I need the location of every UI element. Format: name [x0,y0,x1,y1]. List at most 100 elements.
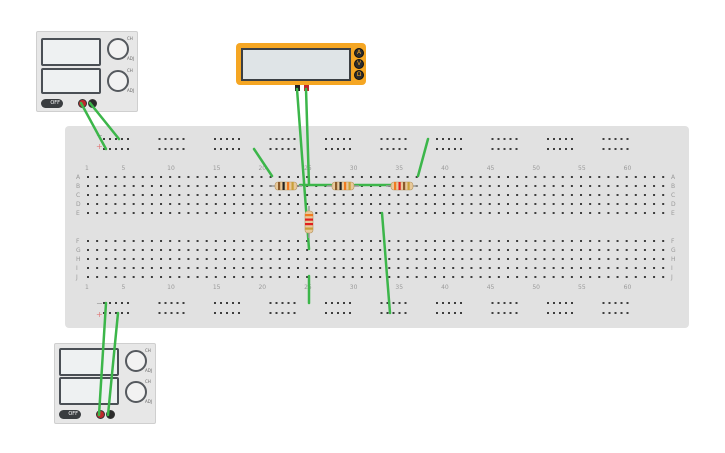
hole[interactable] [552,267,555,269]
psu-bottom-knob-1[interactable] [125,350,147,372]
hole[interactable] [242,212,245,214]
hole[interactable] [607,212,610,214]
hole[interactable] [397,176,400,178]
hole[interactable] [160,240,163,242]
hole[interactable] [114,276,117,278]
hole[interactable] [178,185,181,187]
hole[interactable] [452,194,455,196]
hole[interactable] [433,240,436,242]
hole[interactable] [105,258,108,260]
hole[interactable] [580,276,583,278]
hole[interactable] [388,258,391,260]
hole[interactable] [570,276,573,278]
hole[interactable] [150,240,153,242]
hole[interactable] [488,185,491,187]
hole[interactable] [196,203,199,205]
hole[interactable] [433,258,436,260]
hole[interactable] [105,176,108,178]
hole[interactable] [404,148,407,150]
hole[interactable] [176,302,179,304]
hole[interactable] [643,267,646,269]
hole[interactable] [158,312,161,314]
hole[interactable] [121,312,123,314]
hole[interactable] [653,267,656,269]
hole[interactable] [424,276,427,278]
hole[interactable] [616,276,619,278]
hole[interactable] [164,302,167,304]
hole[interactable] [275,312,278,314]
hole[interactable] [132,194,135,196]
hole[interactable] [160,267,163,269]
hole[interactable] [452,240,455,242]
hole[interactable] [169,258,172,260]
hole[interactable] [269,302,272,304]
hole[interactable] [634,240,637,242]
hole[interactable] [242,267,245,269]
hole[interactable] [397,267,400,269]
hole[interactable] [607,240,610,242]
hole[interactable] [643,249,646,251]
hole[interactable] [386,148,389,150]
hole[interactable] [87,185,89,187]
hole[interactable] [406,267,409,269]
hole[interactable] [461,194,464,196]
hole[interactable] [634,185,637,187]
hole[interactable] [653,212,656,214]
hole[interactable] [547,312,549,314]
hole[interactable] [349,148,351,150]
hole[interactable] [460,148,462,150]
hole[interactable] [570,267,573,269]
hole[interactable] [491,312,494,314]
hole[interactable] [96,249,99,251]
hole[interactable] [653,194,656,196]
hole[interactable] [333,267,336,269]
hole[interactable] [553,312,555,314]
hole[interactable] [127,138,129,140]
hole[interactable] [214,312,216,314]
hole[interactable] [306,249,309,251]
hole[interactable] [433,267,436,269]
hole[interactable] [233,176,236,178]
hole[interactable] [123,267,126,269]
hole[interactable] [634,194,637,196]
hole[interactable] [114,240,117,242]
hole[interactable] [121,138,123,140]
hole[interactable] [233,203,236,205]
hole[interactable] [114,258,117,260]
hole[interactable] [114,185,117,187]
hole[interactable] [296,212,299,214]
hole[interactable] [109,138,111,140]
hole[interactable] [127,302,129,304]
hole[interactable] [251,185,254,187]
hole[interactable] [96,240,99,242]
hole[interactable] [398,148,401,150]
hole[interactable] [643,276,646,278]
hole[interactable] [96,185,99,187]
hole[interactable] [392,302,395,304]
hole[interactable] [580,176,583,178]
hole[interactable] [653,176,656,178]
hole[interactable] [160,276,163,278]
hole[interactable] [515,138,518,140]
hole[interactable] [433,249,436,251]
hole[interactable] [87,176,89,178]
hole[interactable] [164,138,167,140]
hole[interactable] [370,194,373,196]
hole[interactable] [503,148,506,150]
hole[interactable] [433,185,436,187]
hole[interactable] [324,276,327,278]
hole[interactable] [452,185,455,187]
hole[interactable] [443,185,446,187]
hole[interactable] [205,258,208,260]
hole[interactable] [187,203,190,205]
hole[interactable] [461,276,464,278]
hole[interactable] [424,194,427,196]
hole[interactable] [559,148,561,150]
hole[interactable] [123,212,126,214]
hole[interactable] [232,312,234,314]
hole[interactable] [315,249,318,251]
hole[interactable] [187,212,190,214]
hole[interactable] [351,267,354,269]
hole[interactable] [614,138,617,140]
hole[interactable] [123,176,126,178]
